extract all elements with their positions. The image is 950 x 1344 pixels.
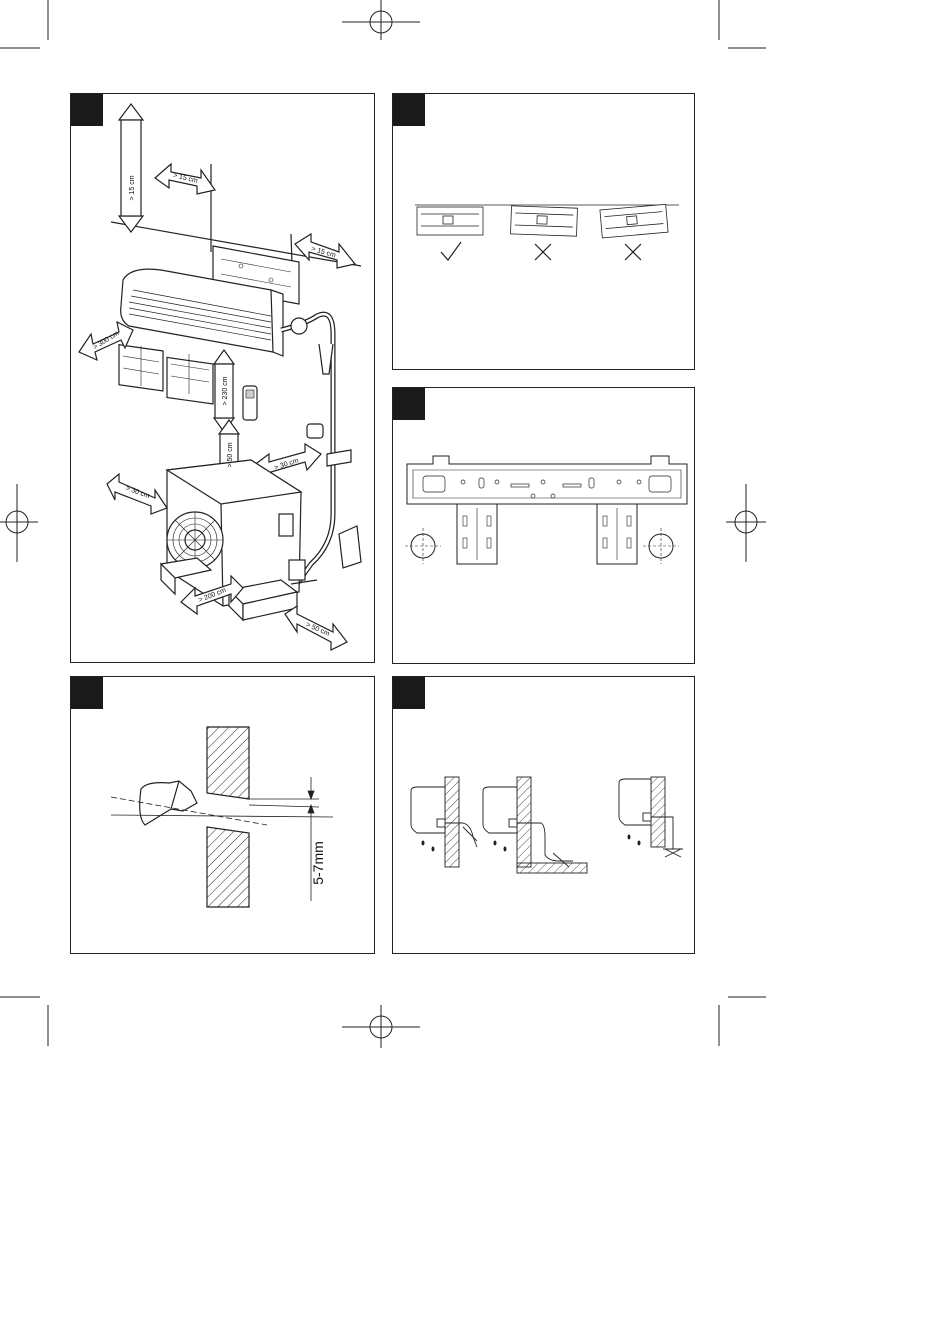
cross-mark-icon [625,244,641,260]
mounting-plate-illustration [393,388,695,664]
hole-slope-dimension: 5-7mm [310,841,326,885]
panel-wall-drilling: 5-7mm [70,676,375,954]
dim-label-outdoor-top: > 50 cm [227,442,234,467]
dim-label-height: > 230 cm [222,376,229,405]
wall-drilling-illustration: 5-7mm [71,677,375,954]
panel-drain-routing [392,676,695,954]
cross-mark-icon [535,244,551,260]
panel-mounting-plate [392,387,695,664]
check-mark-icon [441,242,461,260]
installation-overview-illustration: > 15 cm > 15 cm > 15 cm > 300 cm > 230 c… [71,94,375,663]
panel-installation-overview: > 15 cm > 15 cm > 15 cm > 300 cm > 230 c… [70,93,375,663]
dim-label-top-clearance: > 15 cm [129,175,136,200]
plate-alignment-illustration [393,94,695,370]
drain-routing-illustration [393,677,695,954]
panel-plate-alignment [392,93,695,370]
